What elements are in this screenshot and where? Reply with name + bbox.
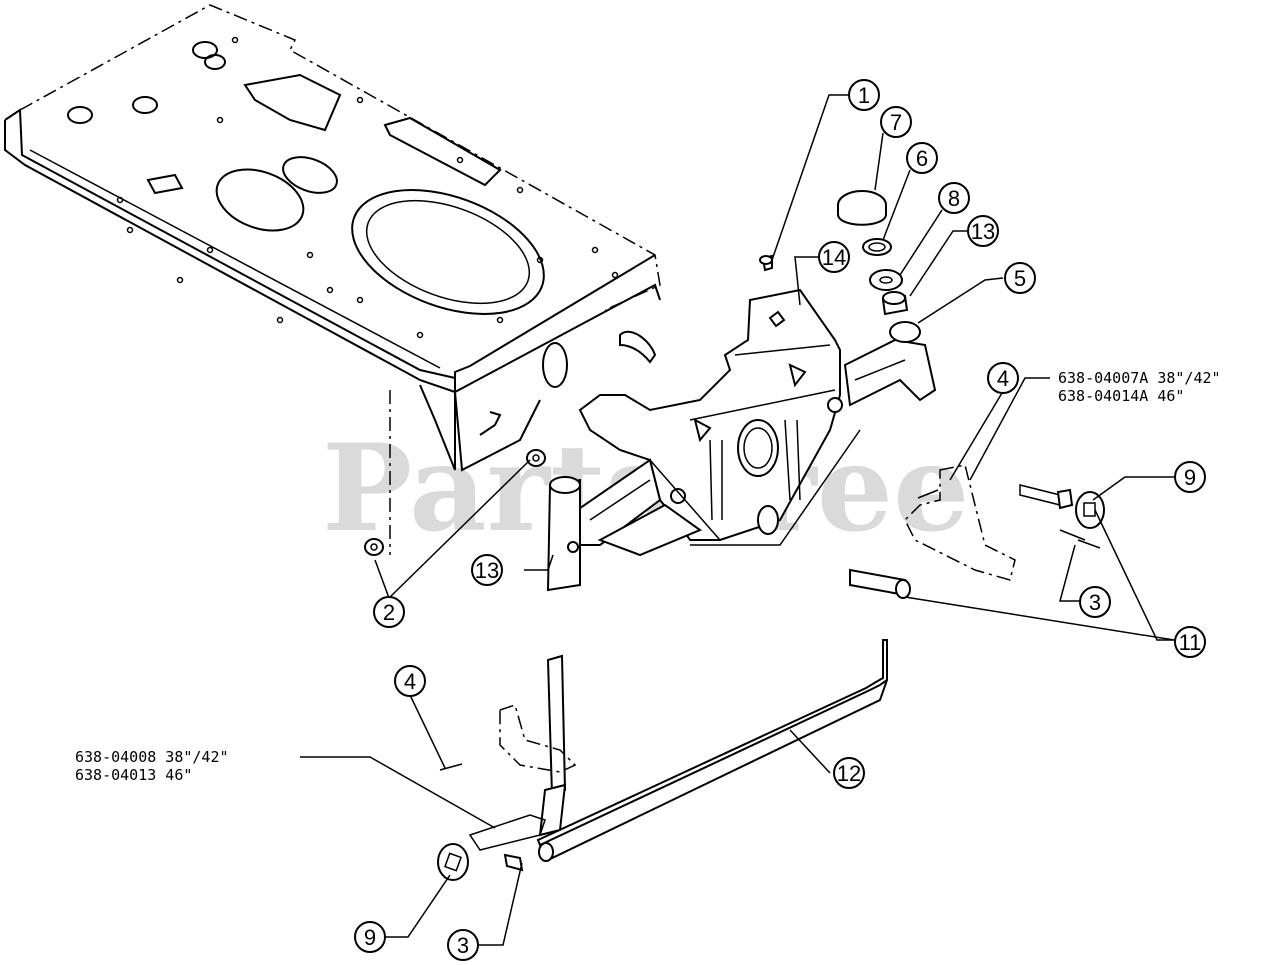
- callout-label: 1: [858, 83, 870, 108]
- spindle-arm-right: [843, 321, 937, 407]
- callout-3-left[interactable]: 3: [447, 929, 479, 961]
- callout-13-left[interactable]: 13: [471, 554, 503, 586]
- part-number-left-2: 638-04013 46": [75, 766, 192, 784]
- callout-label: 7: [890, 110, 902, 135]
- callout-label: 5: [1014, 266, 1026, 291]
- hub-cap-left: [437, 843, 469, 881]
- callout-label: 13: [971, 219, 995, 244]
- chassis-frame: [4, 4, 661, 555]
- leader-lines: [300, 94, 1175, 946]
- spindle-lower-left: [468, 654, 577, 872]
- spindle-left: [546, 476, 581, 592]
- callout-label: 9: [364, 925, 376, 950]
- callout-label: 9: [1184, 465, 1196, 490]
- callout-9-right[interactable]: 9: [1174, 461, 1206, 493]
- tie-rod: [536, 639, 888, 862]
- callout-label: 8: [948, 186, 960, 211]
- callout-4-right[interactable]: 4: [987, 362, 1019, 394]
- callout-label: 11: [1179, 630, 1202, 655]
- hub-cap-right: [1075, 491, 1105, 529]
- cotter-pins: [439, 489, 1101, 771]
- washers: [364, 449, 546, 556]
- callout-3-right[interactable]: 3: [1079, 586, 1111, 618]
- part-number-left-1: 638-04008 38"/42": [75, 748, 229, 766]
- callout-13-right[interactable]: 13: [967, 215, 999, 247]
- callout-9-left[interactable]: 9: [354, 921, 386, 953]
- callout-2[interactable]: 2: [373, 596, 405, 628]
- callout-6[interactable]: 6: [906, 142, 938, 174]
- callout-12[interactable]: 12: [833, 757, 865, 789]
- callout-label: 13: [475, 558, 499, 583]
- callout-label: 3: [457, 933, 469, 958]
- callout-8[interactable]: 8: [938, 182, 970, 214]
- callout-label: 3: [1089, 590, 1101, 615]
- callout-label: 14: [822, 245, 846, 270]
- callout-label: 12: [837, 761, 861, 786]
- spindle-right: [849, 464, 1086, 599]
- part-number-right-1: 638-04007A 38"/42": [1058, 369, 1221, 387]
- callout-label: 4: [404, 669, 416, 694]
- callout-5[interactable]: 5: [1004, 262, 1036, 294]
- callout-7[interactable]: 7: [880, 106, 912, 138]
- callout-label: 6: [916, 146, 928, 171]
- callout-11[interactable]: 11: [1174, 626, 1206, 658]
- callout-1[interactable]: 1: [848, 79, 880, 111]
- callout-4-left[interactable]: 4: [394, 665, 426, 697]
- callout-label: 4: [997, 366, 1009, 391]
- callout-14[interactable]: 14: [818, 241, 850, 273]
- callout-label: 2: [383, 600, 395, 625]
- part-number-right-2: 638-04014A 46": [1058, 387, 1184, 405]
- spindle-arm-left: [568, 458, 703, 557]
